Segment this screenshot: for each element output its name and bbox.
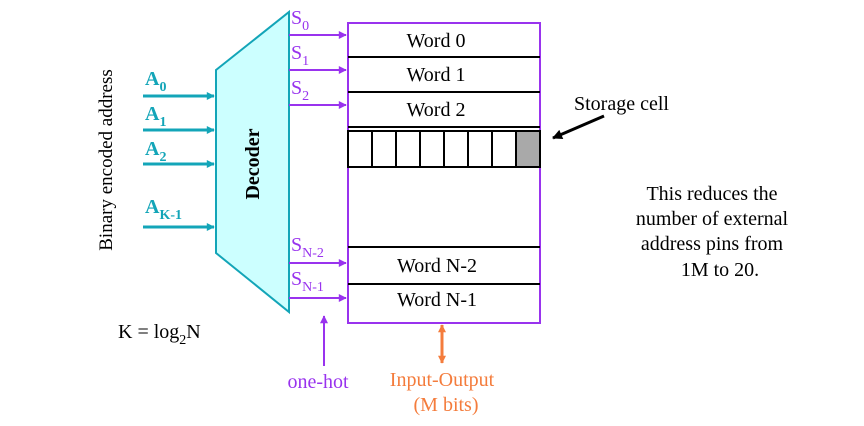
storage-cell-label: Storage cell <box>574 93 669 115</box>
k-formula: K = log2N <box>118 321 201 348</box>
select-label-s0: S0 <box>291 7 309 34</box>
select-label-sn-1: SN-1 <box>291 268 324 295</box>
note-line: This reduces the <box>646 183 777 205</box>
input-label-a2: A2 <box>145 138 166 165</box>
note-line: 1M to 20. <box>681 259 759 281</box>
storage-cell-row <box>347 130 541 168</box>
word-label-2: Word 2 <box>407 99 466 121</box>
input-label-ak-1: AK-1 <box>145 196 182 223</box>
decoder-label: Decoder <box>242 128 264 199</box>
word-label-n-1: Word N-1 <box>397 289 477 311</box>
one-hot-label: one-hot <box>287 371 349 393</box>
select-label-s2: S2 <box>291 77 309 104</box>
select-label-s1: S1 <box>291 42 309 69</box>
note-line: number of external <box>636 208 789 230</box>
note-text: This reduces the number of external addr… <box>636 183 789 281</box>
word-label-1: Word 1 <box>407 64 466 86</box>
select-label-sn-2: SN-2 <box>291 234 324 261</box>
input-label-a1: A1 <box>145 103 166 130</box>
note-line: address pins from <box>641 233 784 255</box>
word-label-n-2: Word N-2 <box>397 255 477 277</box>
address-label: Binary encoded address <box>96 69 117 251</box>
storage-cell <box>515 130 541 168</box>
io-label: Input-Output <box>390 369 495 391</box>
word-label-0: Word 0 <box>407 30 466 52</box>
io-bits-label: (M bits) <box>414 394 479 416</box>
decoder-block <box>215 9 290 315</box>
memory-array <box>347 22 541 324</box>
input-label-a0: A0 <box>145 68 166 95</box>
storage-cell-arrow <box>552 114 605 140</box>
